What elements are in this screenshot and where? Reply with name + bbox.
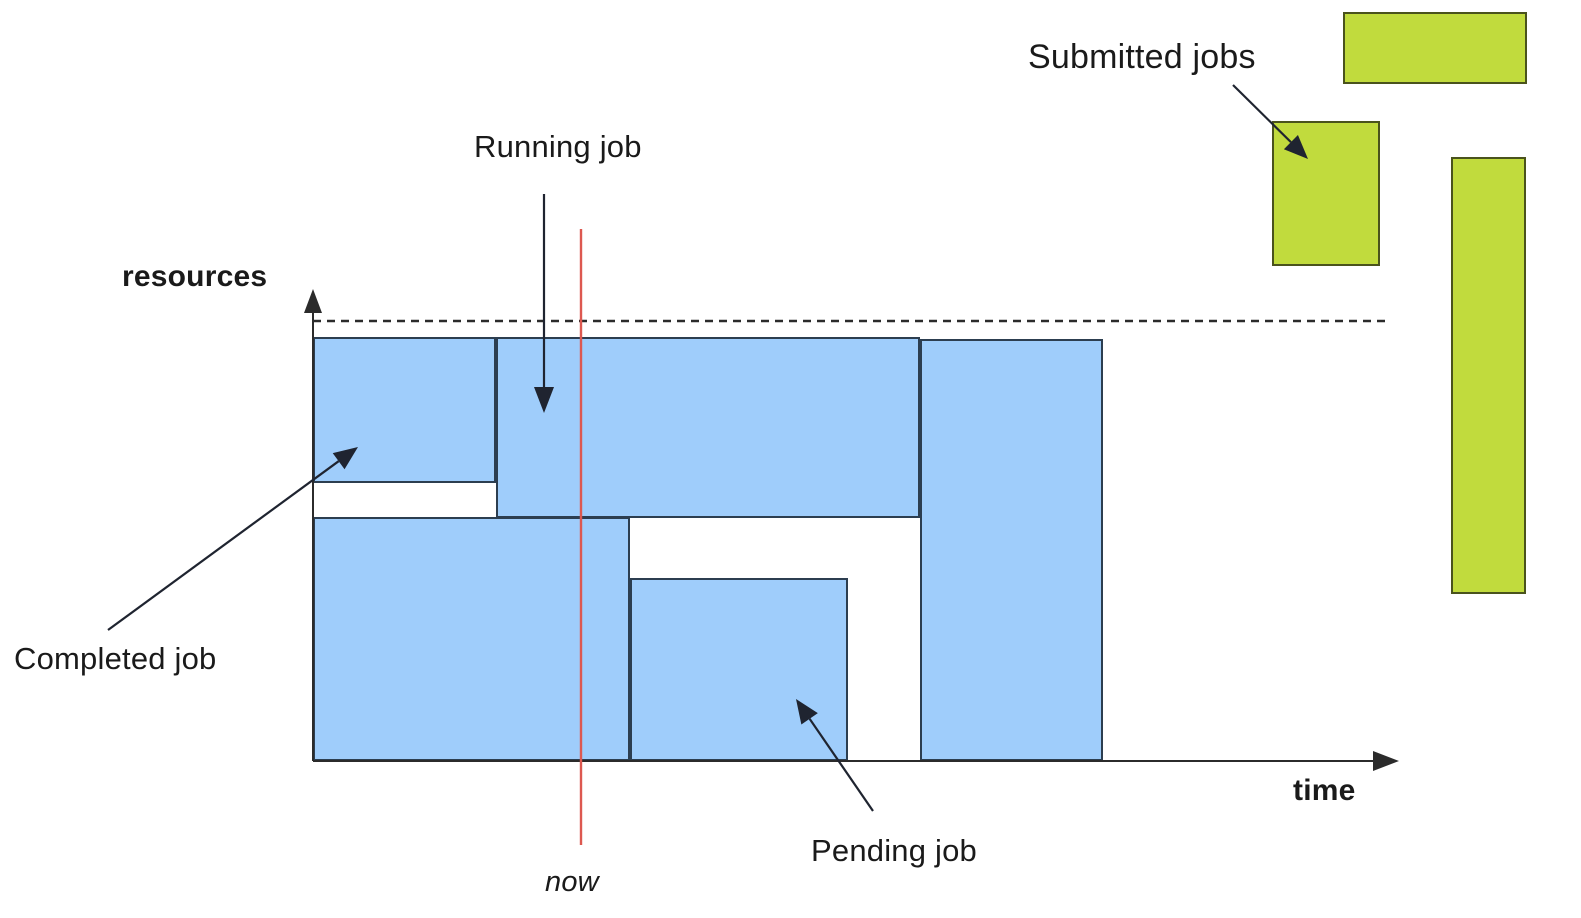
completed-job-rect — [313, 337, 496, 483]
right-tall-job-rect — [920, 339, 1103, 761]
pending-job-rect — [630, 578, 848, 761]
submitted-job-3-rect — [1451, 157, 1526, 594]
submitted-job-1-rect — [1343, 12, 1527, 84]
running-job-rect — [496, 337, 920, 518]
lower-left-job-rect — [313, 517, 630, 761]
submitted-job-2-rect — [1272, 121, 1380, 266]
